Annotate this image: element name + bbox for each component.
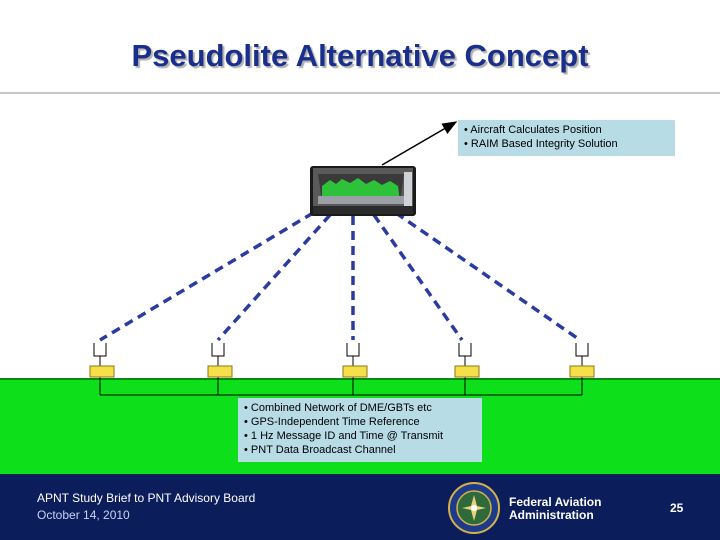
callout-line: • Aircraft Calculates Position	[464, 124, 602, 136]
callout-arrow	[381, 121, 458, 166]
agency-name: Federal Aviation Administration	[509, 496, 601, 522]
presentation-title: APNT Study Brief to PNT Advisory Board	[37, 491, 256, 505]
ground-station-icon	[89, 365, 595, 378]
callout-line: • GPS-Independent Time Reference	[244, 416, 420, 428]
cockpit-display-image	[310, 166, 416, 216]
title-divider	[0, 92, 720, 94]
station-wiring	[99, 377, 583, 396]
footer-bar	[0, 474, 720, 540]
signal-lines	[99, 211, 581, 342]
callout-line: • Combined Network of DME/GBTs etc	[244, 402, 432, 414]
antenna-icon	[93, 343, 589, 366]
agency-name-line: Administration	[509, 508, 594, 522]
faa-seal-icon	[448, 482, 500, 534]
signal-line-1	[99, 211, 314, 342]
signal-line-2	[216, 213, 332, 342]
callout-network: • Combined Network of DME/GBTs etc • GPS…	[238, 398, 482, 462]
callout-aircraft: • Aircraft Calculates Position • RAIM Ba…	[458, 120, 675, 156]
signal-line-5	[395, 211, 581, 342]
slide-title: Pseudolite Alternative Concept	[131, 38, 589, 73]
callout-line: • PNT Data Broadcast Channel	[244, 444, 396, 456]
page-number: 25	[670, 501, 684, 515]
signal-line-4	[372, 213, 464, 342]
agency-name-line: Federal Aviation	[509, 495, 602, 509]
presentation-date: October 14, 2010	[37, 508, 130, 522]
callout-line: • 1 Hz Message ID and Time @ Transmit	[244, 430, 444, 442]
callout-line: • RAIM Based Integrity Solution	[464, 138, 618, 150]
